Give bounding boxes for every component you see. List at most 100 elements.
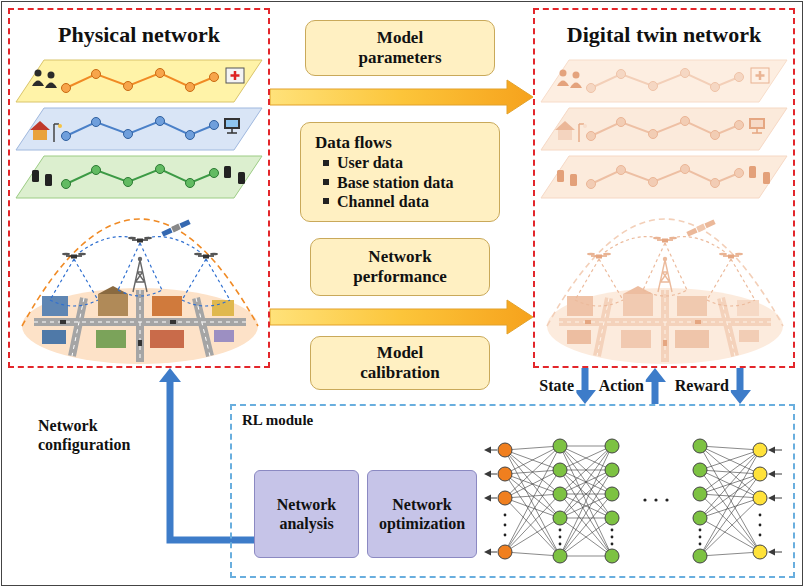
city-scene-part [34, 290, 246, 362]
city-scene-part [133, 260, 147, 292]
neural-network-part-part [605, 549, 619, 563]
channel-layer-part-part [45, 174, 52, 186]
flow-arrow [644, 368, 666, 404]
neural-network-part-part [605, 439, 619, 453]
neural-network-part-part [553, 439, 567, 453]
base-station-layer-part [16, 108, 262, 150]
channel-layer-part-part [224, 166, 231, 178]
channel-layer-part-part [62, 180, 71, 189]
flow-arrow [729, 368, 751, 404]
neural-network-part-part [484, 471, 491, 478]
bullet-mark [323, 179, 329, 185]
box-label: Network analysis [277, 496, 337, 532]
city-scene-part-part [138, 340, 142, 346]
neural-network-part-part [484, 495, 491, 502]
city-scene-part [34, 290, 246, 362]
text-row: Network performance [341, 247, 459, 288]
user-layer-part-part [32, 81, 44, 87]
base-station-layer-part-part [156, 117, 165, 126]
user-layer-part-part [210, 73, 219, 82]
neural-network-part-part [611, 543, 614, 546]
neural-network-part-part [699, 543, 702, 546]
neural-network-part-part [759, 514, 762, 517]
base-station-layer-part-part [124, 130, 133, 139]
flow-arrow [574, 368, 596, 404]
base-station-layer-part [58, 124, 62, 128]
base-station-layer-part [30, 121, 50, 130]
region-title: Physical network [58, 22, 220, 47]
arrow-body [270, 80, 533, 114]
user-layer-part-part [48, 72, 55, 79]
twin-scene [541, 60, 787, 364]
neural-network-part-part [504, 524, 507, 527]
neural-network-part-part [759, 524, 762, 527]
neural-network-part-part [759, 534, 762, 537]
base-station-layer-part [224, 118, 240, 129]
neural-network-part-part [605, 487, 619, 501]
neural-network [484, 439, 782, 563]
text-row: Digital twin network [567, 22, 761, 48]
city-scene-part-part [210, 253, 218, 256]
neural-network-part-part [504, 514, 507, 517]
city-scene-part-part [161, 228, 172, 237]
neural-network-part-part [559, 543, 562, 546]
user-layer-part-part [45, 83, 57, 89]
neural-network-part-part [753, 443, 767, 457]
city-scene-part-part [71, 255, 77, 259]
neural-network-part-part [753, 491, 767, 505]
user-layer-part [231, 71, 240, 80]
city-scene-part [71, 239, 209, 259]
info-box: Network performance [310, 238, 490, 296]
city-scene [22, 219, 258, 364]
city-scene-part [22, 288, 258, 364]
region-title: Digital twin network [567, 22, 761, 47]
neural-network-part-part [559, 536, 562, 539]
edge-label: Action [597, 376, 646, 395]
arrow-head [644, 368, 666, 382]
city-scene-part [42, 330, 66, 344]
neural-network-part-part [693, 439, 707, 453]
channel-layer-part [32, 166, 245, 186]
city-scene-part [161, 219, 191, 237]
city-scene-part [96, 330, 126, 348]
neural-network-part-part [611, 536, 614, 539]
channel-layer [16, 156, 262, 198]
base-station-layer-part-part [186, 131, 195, 140]
neural-network-part-part [699, 529, 702, 532]
neural-network-part-part [693, 549, 707, 563]
text-row: Model parameters [341, 28, 459, 69]
list-item: User data [337, 153, 403, 172]
neural-network-part-part [768, 447, 775, 454]
city-scene-part-part [203, 255, 209, 259]
base-station-layer-part-part [92, 118, 101, 127]
city-scene-part [60, 320, 176, 346]
city-scene-part [98, 294, 128, 316]
neural-network-part-part [559, 529, 562, 532]
edge-label: Network configuration [36, 416, 162, 454]
channel-layer-part-part [32, 170, 39, 182]
city-scene-part-part [137, 239, 143, 243]
channel-layer-part-part [92, 166, 101, 175]
user-layer-part-part [186, 83, 195, 92]
neural-network-part [505, 446, 760, 556]
neural-network-part-part [753, 467, 767, 481]
network-region: Digital twin network [533, 8, 795, 368]
user-layer-part-part [92, 70, 101, 79]
arrow-shaft [170, 378, 254, 540]
neural-network-part-part [768, 471, 775, 478]
base-station-layer-part [33, 130, 47, 140]
text-row: Physical network [58, 22, 220, 48]
box-label: Model calibration [360, 343, 439, 382]
arrow-head [159, 368, 181, 382]
channel-layer-part-part [186, 179, 195, 188]
neural-network-part [504, 498, 762, 545]
city-scene-part [62, 237, 218, 256]
city-scene-part [138, 257, 142, 261]
neural-network-part-part [553, 487, 567, 501]
neural-network-part-part [699, 536, 702, 539]
neural-network-part-part [484, 447, 491, 454]
text-row: Base station data [323, 173, 453, 192]
text-row: User data [323, 153, 403, 172]
city-scene-part [42, 296, 68, 316]
